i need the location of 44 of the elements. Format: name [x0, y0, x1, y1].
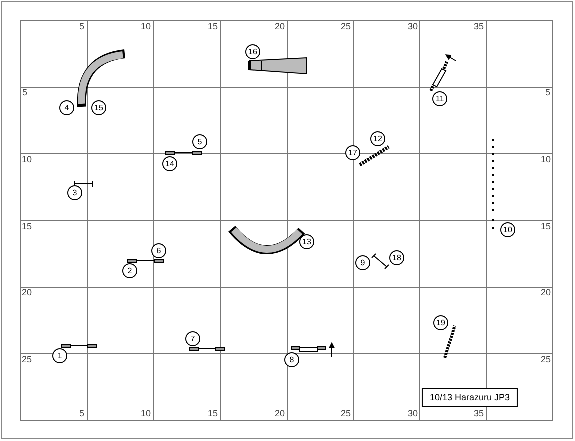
scale-number: 5: [80, 22, 84, 32]
callout-number: 3: [68, 186, 82, 200]
callout-number: 14: [162, 156, 178, 172]
scale-number: 20: [541, 288, 551, 298]
callout-number: 1: [52, 348, 68, 364]
callout-number: 10: [500, 222, 516, 238]
scale-number: 25: [341, 410, 351, 418]
scale-number: 5: [80, 410, 84, 418]
scale-number: 15: [22, 222, 32, 232]
callout-number: 15: [92, 100, 106, 116]
callout-number: 18: [390, 250, 404, 266]
callout-number: 19: [434, 316, 448, 330]
callout-number: 2: [122, 264, 138, 278]
scale-number: 5: [22, 88, 28, 98]
scale-number: 5: [546, 88, 550, 98]
scale-number: 20: [22, 288, 32, 298]
scale-number: 30: [408, 22, 418, 32]
callout-number: 4: [60, 100, 74, 116]
callout-number: 9: [356, 256, 370, 270]
callout-number: 7: [186, 332, 200, 346]
callout-number: 16: [246, 44, 260, 60]
scale-number: 35: [474, 22, 484, 32]
scale-number: 10: [22, 156, 32, 164]
scale-number: 10: [541, 156, 551, 164]
scale-number: 30: [408, 410, 418, 418]
scale-number: 20: [275, 22, 285, 32]
scale-number: 15: [208, 22, 218, 32]
scale-number: 20: [275, 410, 285, 418]
scale-number: 10: [141, 410, 151, 418]
callout-number: 5: [192, 134, 208, 150]
callout-number: 8: [284, 352, 300, 368]
callout-number: 11: [432, 92, 448, 106]
scale-number: 10: [141, 22, 151, 32]
course-title: 10/13 Harazuru JP3: [422, 388, 518, 408]
scale-number: 25: [541, 356, 551, 364]
scale-number: 15: [541, 222, 551, 232]
callout-number: 12: [370, 132, 386, 146]
scale-number: 35: [474, 410, 484, 418]
callout-number: 13: [300, 234, 314, 250]
scale-number: 25: [22, 356, 32, 364]
callout-number: 17: [346, 146, 360, 160]
scale-number: 15: [208, 410, 218, 418]
callout-number: 6: [152, 244, 166, 258]
scale-number: 25: [341, 22, 351, 32]
